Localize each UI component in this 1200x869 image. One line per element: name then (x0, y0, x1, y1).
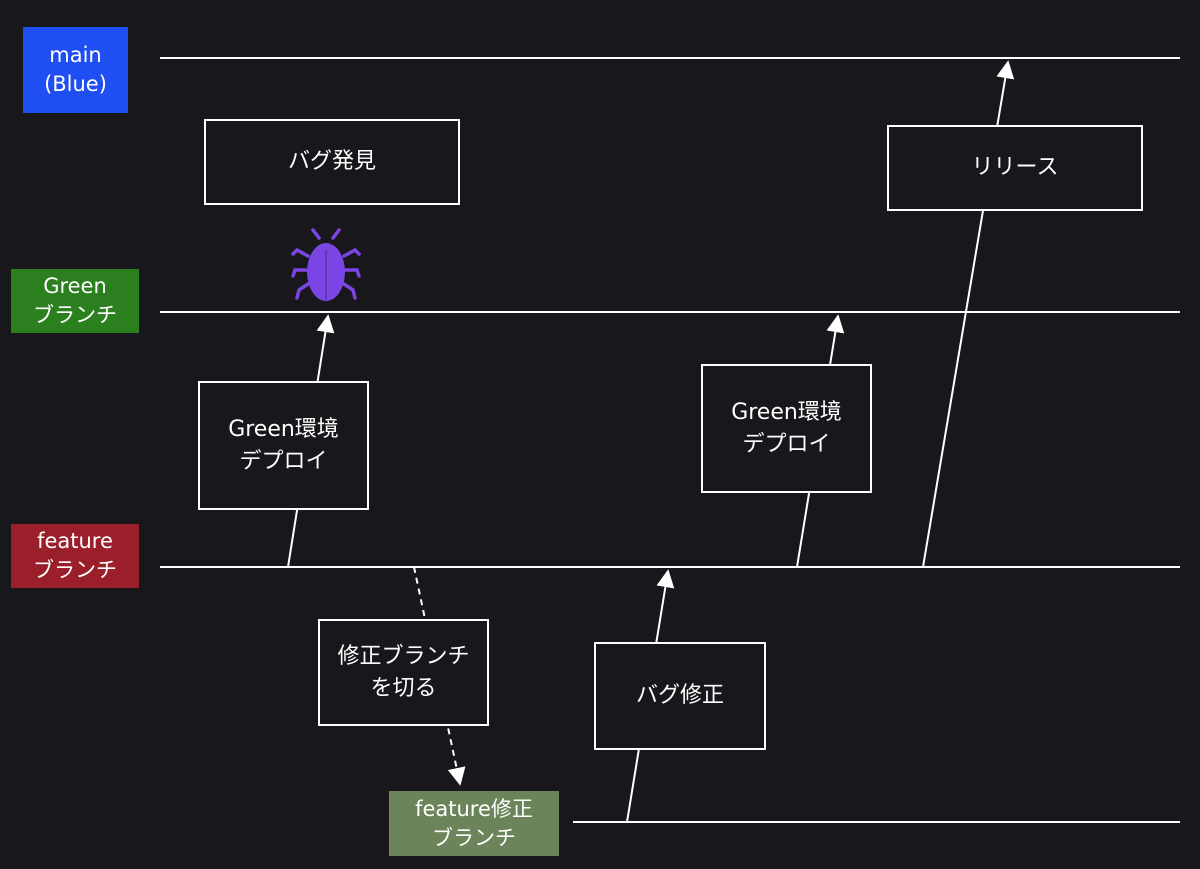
green-deploy-box-1: Green環境 デプロイ (198, 381, 369, 510)
main-branch-label: main (Blue) (23, 27, 128, 113)
feature-fix-branch-label: feature修正 ブランチ (389, 791, 559, 856)
bug-fix-box: バグ修正 (594, 642, 766, 750)
bug-icon (291, 228, 361, 301)
green-deploy-box-2: Green環境 デプロイ (701, 364, 872, 493)
feature-branch-label: feature ブランチ (11, 524, 139, 588)
bug-found-box: バグ発見 (204, 119, 460, 205)
release-box: リリース (887, 125, 1143, 211)
cut-fix-branch-box: 修正ブランチ を切る (318, 619, 489, 726)
green-branch-label: Green ブランチ (11, 269, 139, 333)
